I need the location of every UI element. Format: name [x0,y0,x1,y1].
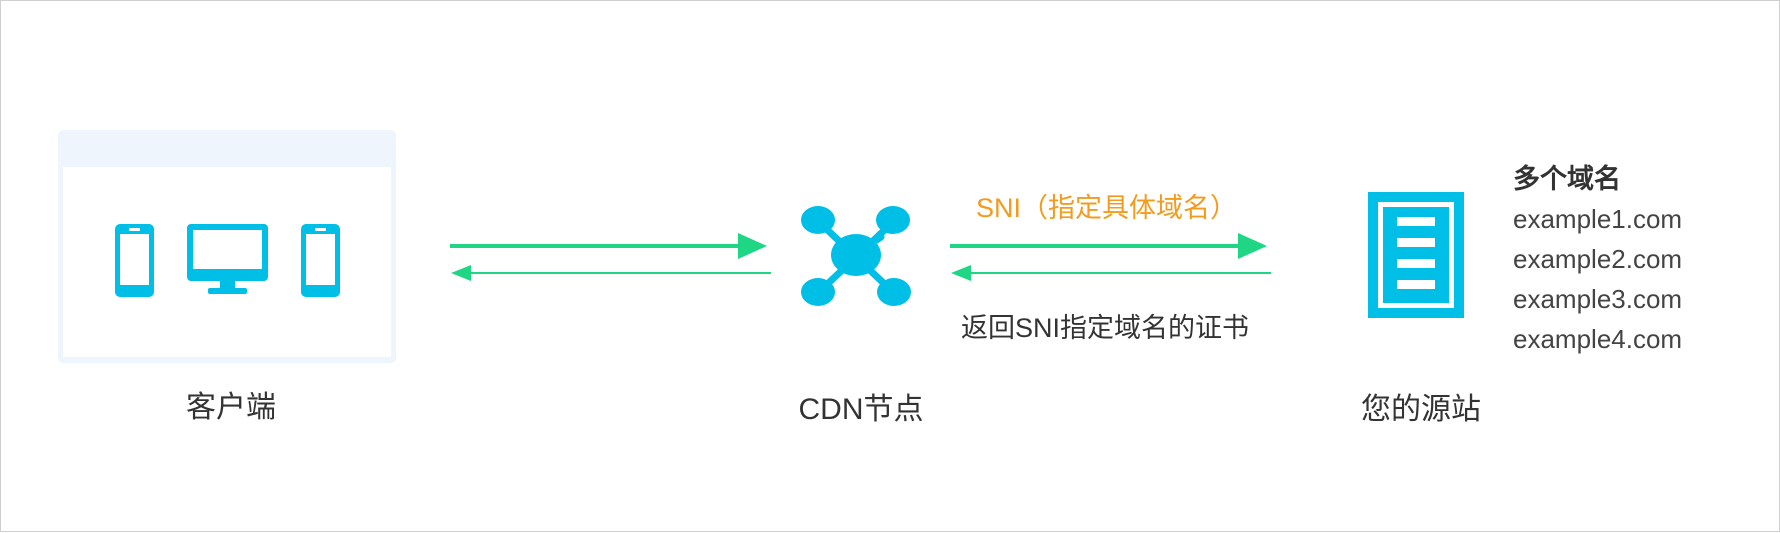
domain-item: example3.com [1513,284,1683,314]
sni-request-label: SNI（指定具体域名） [976,193,1238,223]
arrow-origin-to-cdn [951,265,1271,281]
domain-list: 多个域名 example1.com example2.com example3.… [1513,159,1773,359]
origin-server-icon [1368,192,1464,318]
arrow-cdn-to-client [451,265,771,281]
client-label: 客户端 [186,391,276,424]
phone-left-icon [115,224,154,297]
domain-item: example4.com [1513,324,1683,354]
monitor-icon [187,224,268,294]
domain-item: example2.com [1513,244,1683,274]
cdn-node-label: CDN节点 [798,393,924,426]
phone-right-icon [301,224,340,297]
domain-list-title: 多个域名 [1513,164,1621,194]
domain-item: example1.com [1513,204,1683,234]
cdn-nodes [801,206,911,306]
origin-label: 您的源站 [1361,393,1481,426]
certificate-return-label: 返回SNI指定域名的证书 [961,313,1250,343]
arrow-client-to-cdn [450,233,767,259]
arrow-cdn-to-origin [950,233,1267,259]
